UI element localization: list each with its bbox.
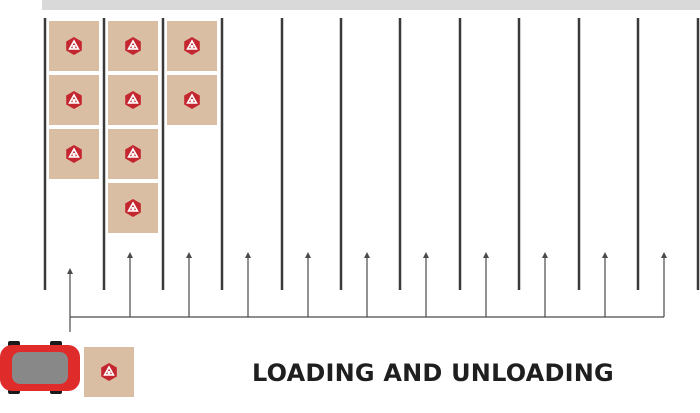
arrow-head-icon [67,268,73,274]
carried-box [84,347,134,397]
arrow-head-icon [305,252,311,258]
logo-triangle [127,93,139,104]
logo-dot [190,44,194,49]
logo-dot [131,152,135,157]
arrow-head-icon [127,252,133,258]
logo-dot [131,44,135,49]
logo-dot [107,370,111,375]
hexagon-logo-icon [125,91,141,109]
hexagon-logo-icon [125,37,141,55]
loading-unloading-caption: LOADING AND UNLOADING [252,359,614,387]
logo-dot [72,44,76,49]
logo-dot [131,206,135,211]
arrow-head-icon [661,252,667,258]
distribution-lines [67,252,667,332]
arrow-head-icon [245,252,251,258]
arrow-head-icon [542,252,548,258]
arrow-head-icon [602,252,608,258]
hexagon-logo-icon [66,145,82,163]
logo-triangle [127,39,139,50]
hexagon-logo-icon [125,145,141,163]
hexagon-logo-icon [184,91,200,109]
vehicle-panel [12,352,68,384]
logo-triangle [68,93,80,104]
logo-dot [190,98,194,103]
arrow-head-icon [364,252,370,258]
hexagon-logo-icon [125,199,141,217]
logo-triangle [103,365,115,376]
logo-dot [72,98,76,103]
arrow-head-icon [186,252,192,258]
hexagon-logo-icon [101,363,117,381]
logo-triangle [68,39,80,50]
hexagon-logo-icon [66,37,82,55]
logo-dot [72,152,76,157]
aisle-dividers [43,18,700,290]
logo-triangle [186,39,198,50]
stored-boxes [49,21,217,233]
logo-triangle [127,201,139,212]
logo-dot [131,98,135,103]
hexagon-logo-icon [184,37,200,55]
arrow-head-icon [483,252,489,258]
arrow-head-icon [423,252,429,258]
logo-triangle [186,93,198,104]
logo-triangle [68,147,80,158]
hexagon-logo-icon [66,91,82,109]
top-rail [42,0,700,10]
logo-triangle [127,147,139,158]
forklift-vehicle-icon [0,341,80,394]
